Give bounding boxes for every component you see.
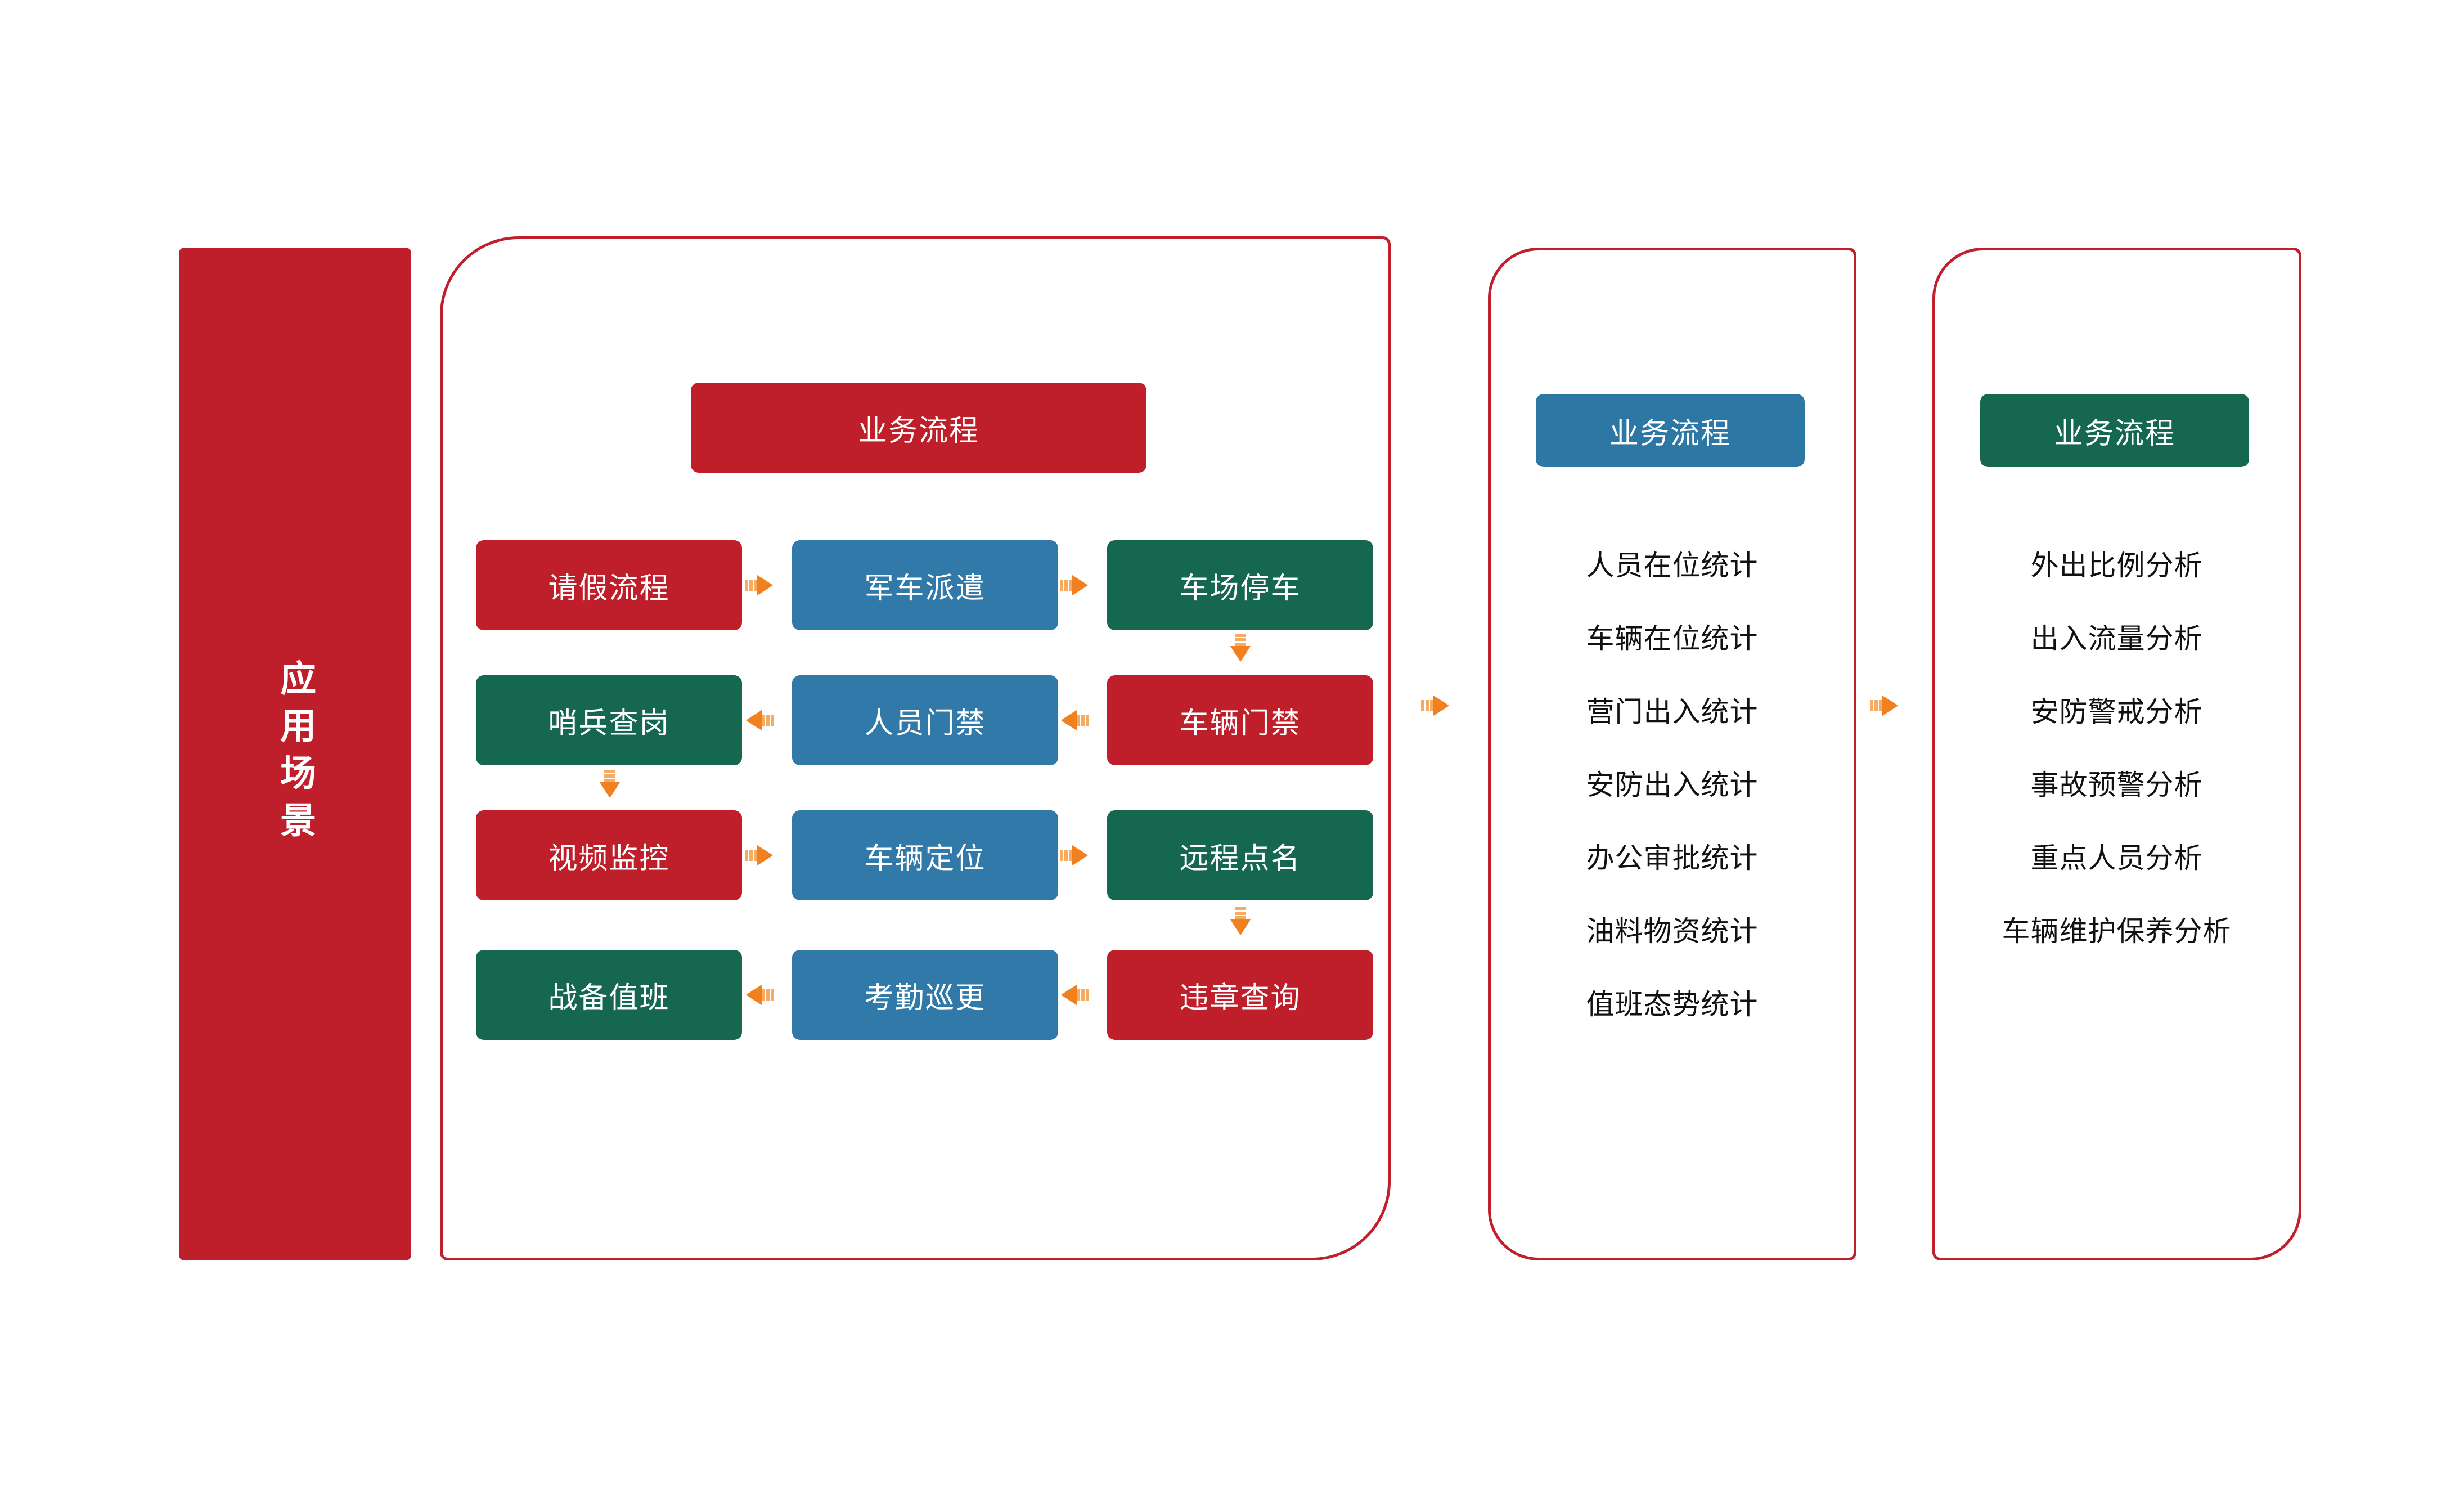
business-flow-header: 业务流程 xyxy=(691,383,1146,473)
arrow-right-icon xyxy=(741,567,777,603)
process-box-shi-pin-jian-kong[interactable]: 视频监控 xyxy=(476,810,742,900)
process-box-che-liang-ding-wei[interactable]: 车辆定位 xyxy=(792,810,1058,900)
process-box-che-chang-ting-che[interactable]: 车场停车 xyxy=(1107,540,1373,630)
statistics-header: 业务流程 xyxy=(1536,394,1805,467)
process-box-label: 车场停车 xyxy=(1179,572,1301,605)
analysis-header-label: 业务流程 xyxy=(2053,417,2175,450)
arrow-right-icon xyxy=(1418,688,1454,724)
process-box-label: 哨兵查岗 xyxy=(548,707,670,740)
list-item[interactable]: 油料物资统计 xyxy=(1586,916,1759,947)
process-box-label: 视频监控 xyxy=(548,842,670,875)
scenario-banner-label: 应用场景 xyxy=(275,659,316,849)
list-item[interactable]: 外出比例分析 xyxy=(2030,550,2203,581)
analysis-header: 业务流程 xyxy=(1980,394,2249,467)
list-item[interactable]: 事故预警分析 xyxy=(2030,769,2203,801)
list-item[interactable]: 值班态势统计 xyxy=(1586,989,1759,1020)
process-box-label: 车辆门禁 xyxy=(1179,707,1301,740)
process-box-zhan-bei-zhi-ban[interactable]: 战备值班 xyxy=(476,950,742,1040)
arrow-down-icon xyxy=(1222,630,1258,666)
process-box-qing-jia-liu-cheng[interactable]: 请假流程 xyxy=(476,540,742,630)
process-box-label: 考勤巡更 xyxy=(864,981,986,1015)
arrow-left-icon xyxy=(1056,977,1092,1013)
arrow-right-icon xyxy=(1056,837,1092,873)
list-item[interactable]: 办公审批统计 xyxy=(1586,842,1759,874)
list-item[interactable]: 车辆维护保养分析 xyxy=(2002,916,2232,947)
process-box-label: 战备值班 xyxy=(548,981,670,1015)
process-box-jun-che-pai-qian[interactable]: 军车派遣 xyxy=(792,540,1058,630)
arrow-left-icon xyxy=(741,702,777,738)
arrow-right-icon xyxy=(1056,567,1092,603)
process-box-wei-zhang-cha-xun[interactable]: 违章查询 xyxy=(1107,950,1373,1040)
list-item[interactable]: 人员在位统计 xyxy=(1586,550,1759,581)
arrow-left-icon xyxy=(741,977,777,1013)
list-item[interactable]: 安防出入统计 xyxy=(1586,769,1759,801)
process-box-shao-bing-cha-gang[interactable]: 哨兵查岗 xyxy=(476,675,742,765)
list-item[interactable]: 出入流量分析 xyxy=(2030,623,2203,654)
process-box-kao-qin-xun-geng[interactable]: 考勤巡更 xyxy=(792,950,1058,1040)
arrow-left-icon xyxy=(1056,702,1092,738)
analysis-list: 外出比例分析 出入流量分析 安防警戒分析 事故预警分析 重点人员分析 车辆维护保… xyxy=(1941,529,2292,968)
process-box-che-liang-men-jin[interactable]: 车辆门禁 xyxy=(1107,675,1373,765)
list-item[interactable]: 车辆在位统计 xyxy=(1586,623,1759,654)
process-box-label: 远程点名 xyxy=(1179,842,1301,875)
list-item[interactable]: 安防警戒分析 xyxy=(2030,696,2203,728)
process-box-label: 违章查询 xyxy=(1179,981,1301,1015)
process-box-label: 请假流程 xyxy=(548,572,670,605)
arrow-right-icon xyxy=(1867,688,1903,724)
list-item[interactable]: 营门出入统计 xyxy=(1586,696,1759,728)
arrow-right-icon xyxy=(741,837,777,873)
list-item[interactable]: 重点人员分析 xyxy=(2030,842,2203,874)
process-box-ren-yuan-men-jin[interactable]: 人员门禁 xyxy=(792,675,1058,765)
process-box-label: 人员门禁 xyxy=(864,707,986,740)
statistics-list: 人员在位统计 车辆在位统计 营门出入统计 安防出入统计 办公审批统计 油料物资统… xyxy=(1496,529,1848,1041)
statistics-header-label: 业务流程 xyxy=(1609,417,1731,450)
scenario-banner: 应用场景 xyxy=(179,248,411,1260)
process-box-label: 车辆定位 xyxy=(864,842,986,875)
process-box-label: 军车派遣 xyxy=(864,572,986,605)
business-flow-header-label: 业务流程 xyxy=(857,414,979,447)
process-box-yuan-cheng-dian-ming[interactable]: 远程点名 xyxy=(1107,810,1373,900)
arrow-down-icon xyxy=(592,766,628,802)
arrow-down-icon xyxy=(1222,904,1258,940)
